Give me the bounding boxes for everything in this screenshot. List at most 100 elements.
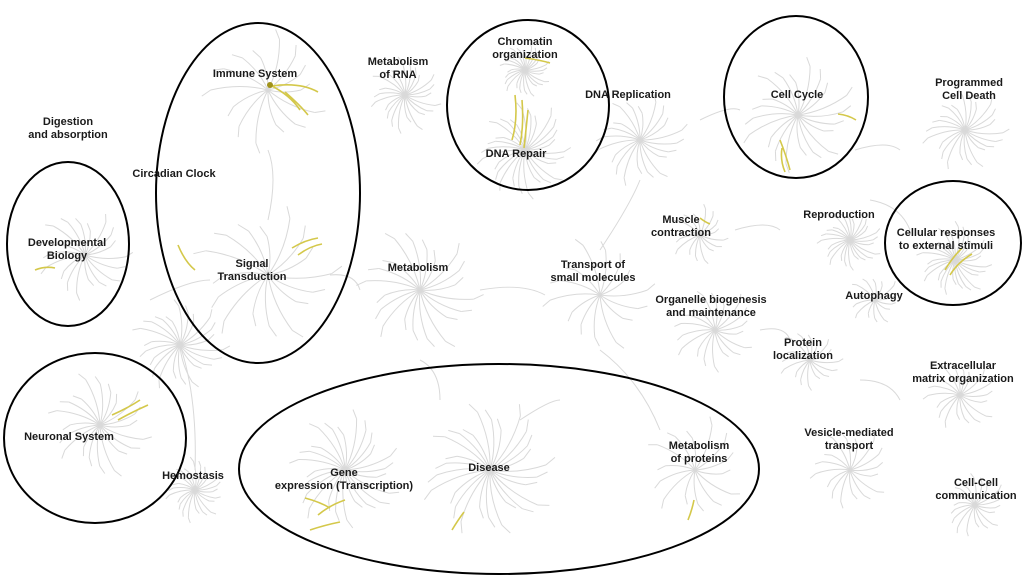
tree-twig: [208, 333, 215, 341]
tree-twig: [504, 79, 508, 85]
tree-twig: [666, 432, 676, 438]
immune-highlight: [269, 84, 319, 116]
tree-branch: [623, 139, 641, 178]
tree-branch: [380, 289, 421, 310]
tree-branch: [797, 78, 822, 116]
tree-twig: [936, 402, 941, 408]
tree-branch: [524, 149, 564, 154]
tree-branch: [226, 234, 269, 276]
label-cell-cycle[interactable]: Cell Cycle: [770, 89, 824, 101]
label-neuronal-system[interactable]: Neuronal System: [24, 431, 114, 443]
label-reproduction[interactable]: Reproduction: [803, 209, 875, 221]
tree-branch: [714, 329, 745, 349]
tree-twig: [966, 158, 972, 166]
tree-twig: [668, 149, 677, 153]
tree-branch: [194, 489, 213, 493]
label-hemostasis[interactable]: Hemostasis: [162, 470, 224, 482]
tree-twig: [974, 419, 981, 423]
label-dna-repair[interactable]: DNA Repair: [485, 148, 547, 160]
tree-branch: [50, 251, 86, 256]
cellular-responses-circle: [884, 180, 1022, 306]
label-disease[interactable]: Disease: [468, 462, 510, 474]
tree-twig: [975, 255, 982, 260]
tree-branch: [821, 461, 851, 471]
tree-twig: [998, 495, 1004, 501]
tree-branch: [489, 429, 502, 471]
label-immune-system[interactable]: Immune System: [212, 68, 298, 80]
label-dna-replication[interactable]: DNA Replication: [585, 89, 671, 101]
tree-branch: [940, 394, 961, 412]
tree-branch: [940, 394, 961, 403]
tree-twig: [532, 83, 538, 87]
tree-twig: [398, 127, 402, 134]
tree-twig: [838, 212, 844, 217]
muscle-highlight: [699, 217, 711, 225]
tree-twig: [76, 292, 81, 301]
tree-twig: [809, 473, 816, 479]
tree-twig: [548, 139, 556, 146]
tree-twig: [637, 166, 643, 174]
tree-branch: [973, 504, 977, 523]
tree-twig: [376, 294, 386, 303]
tree-twig: [421, 239, 428, 250]
tree-twig: [697, 503, 704, 512]
tree-twig: [516, 47, 521, 52]
tree-branch: [795, 82, 800, 116]
tree-twig: [539, 72, 544, 75]
tree-twig: [542, 299, 551, 307]
tree-branch: [223, 272, 269, 277]
tree-twig: [286, 206, 291, 219]
label-circadian-clock[interactable]: Circadian Clock: [132, 168, 216, 180]
tree-branch: [954, 259, 967, 287]
tree-twig: [185, 305, 189, 314]
tree-branch: [419, 289, 474, 300]
tree-twig: [556, 156, 565, 160]
tree-branch: [849, 466, 878, 472]
tree-twig: [509, 47, 515, 51]
tree-branch: [959, 394, 965, 419]
tree-branch: [391, 94, 406, 121]
tree-branch: [699, 234, 710, 250]
tree-branch: [173, 486, 196, 491]
tree-twig: [48, 410, 57, 414]
label-autophagy[interactable]: Autophagy: [845, 290, 903, 302]
tree-twig: [302, 225, 306, 239]
tree-twig: [376, 473, 387, 478]
tree-branch: [953, 504, 976, 519]
tree-branch: [599, 250, 607, 296]
tree-twig: [565, 267, 576, 271]
tree-branch: [932, 126, 966, 131]
tree-branch: [45, 254, 86, 268]
tree-twig: [950, 509, 956, 514]
tree-twig: [739, 293, 742, 302]
label-metabolism[interactable]: Metabolism: [387, 262, 449, 274]
tree-branch: [99, 399, 136, 426]
disease-highlight: [451, 511, 465, 531]
tree-twig: [275, 124, 285, 133]
tree-twig: [947, 161, 949, 170]
tree-branch: [873, 299, 876, 319]
tree-branch: [639, 139, 661, 174]
tree-twig: [526, 434, 533, 446]
tree-branch: [489, 464, 547, 472]
tree-branch: [99, 402, 117, 426]
tree-twig: [937, 274, 941, 281]
tree-branch: [846, 439, 852, 471]
tree-branch: [680, 322, 716, 331]
